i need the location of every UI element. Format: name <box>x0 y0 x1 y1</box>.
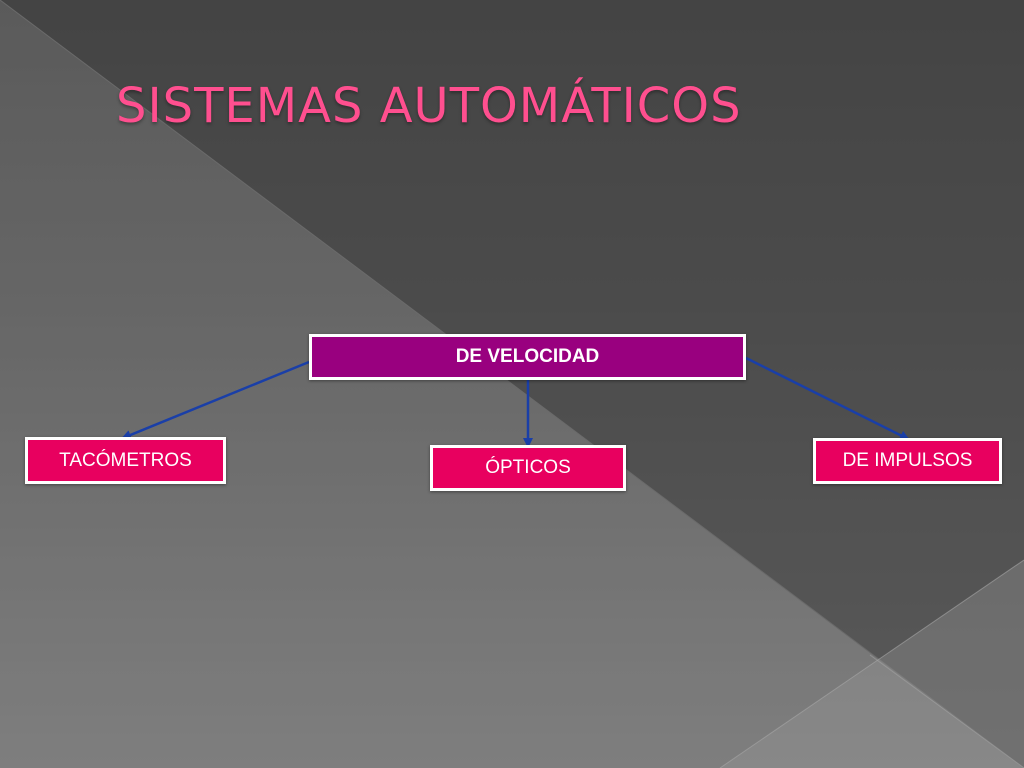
background-corner-line <box>719 559 1024 768</box>
diagram-node-label: TACÓMETROS <box>59 449 192 471</box>
slide-title: SISTEMAS AUTOMÁTICOS <box>116 78 742 134</box>
diagram-root-node: DE VELOCIDAD <box>309 334 746 380</box>
diagram-root-label: DE VELOCIDAD <box>455 346 600 367</box>
diagram-node-label: ÓPTICOS <box>485 457 571 478</box>
diagram-node-tacometros: TACÓMETROS <box>25 437 226 484</box>
diagram-node-de-impulsos: DE IMPULSOS <box>813 438 1002 484</box>
background-corner-line-2 <box>869 654 1024 768</box>
diagram-node-label: DE IMPULSOS <box>842 450 973 471</box>
diagram-node-opticos: ÓPTICOS <box>430 445 626 491</box>
